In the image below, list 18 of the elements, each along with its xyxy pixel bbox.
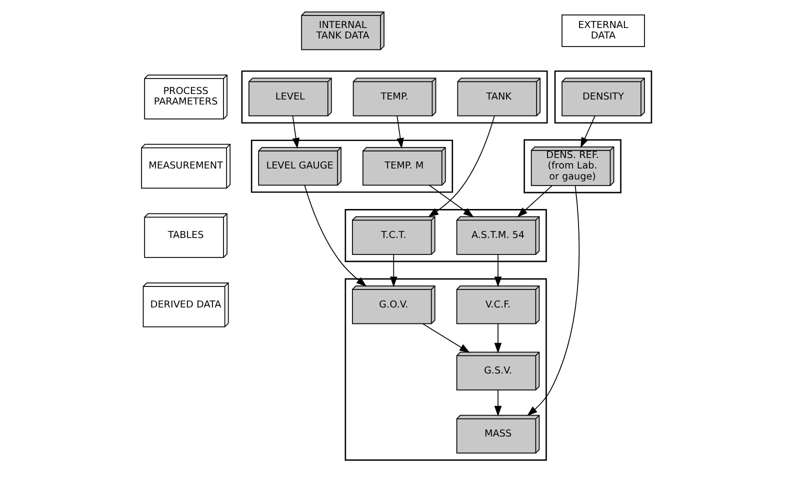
arrow	[396, 116, 404, 149]
arrow	[389, 254, 397, 288]
arrow	[494, 254, 502, 288]
arrow	[422, 323, 470, 353]
arrow	[428, 184, 474, 218]
arrow	[494, 390, 502, 416]
arrow	[428, 116, 494, 218]
arrow	[516, 185, 552, 218]
arrow	[494, 324, 502, 354]
cluster	[240, 70, 548, 124]
cluster	[523, 139, 621, 194]
arrow	[304, 184, 366, 287]
arrow	[292, 116, 300, 149]
cluster	[554, 70, 652, 124]
cluster	[250, 140, 453, 193]
arrow	[580, 116, 595, 148]
node-box: EXTERNAL DATA	[561, 14, 644, 47]
arrow	[526, 185, 580, 416]
